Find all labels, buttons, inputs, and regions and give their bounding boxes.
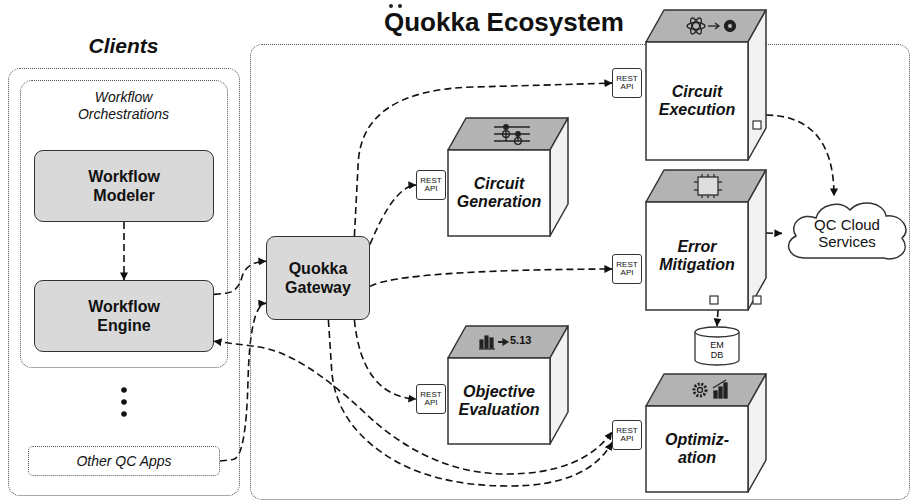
ellipsis-dot (121, 411, 127, 417)
cube-text-area: Optimiz- ation (646, 406, 748, 492)
dashed-connector (370, 269, 612, 286)
cube-side-face (550, 118, 568, 236)
cube-side-face (748, 374, 766, 492)
node-label: Quokka Gateway (270, 259, 366, 297)
service-name: Circuit Execution (648, 83, 746, 120)
port-square (710, 296, 718, 304)
cube-top-face (448, 326, 568, 358)
api-tag: REST API (416, 384, 446, 414)
service-name: Circuit Generation (450, 175, 548, 212)
api-label: REST API (417, 177, 445, 194)
cube-top-face (448, 118, 568, 150)
group-heading: Workflow Orchestrations (61, 89, 186, 123)
gateway-box: Quokka Gateway (266, 236, 370, 320)
dashed-connector (766, 232, 782, 234)
client-app-box: Other QC Apps (28, 446, 220, 476)
icon-value: 5.13 (510, 335, 531, 346)
service-icon (479, 336, 508, 349)
dashed-connector (370, 185, 416, 244)
service-icon (694, 174, 722, 198)
service-cube: 5.13Objective Evaluation (448, 326, 568, 444)
service-name: Error Mitigation (648, 238, 746, 275)
dashed-connector (717, 310, 718, 326)
service-icon (494, 125, 530, 145)
api-tag: REST API (612, 420, 642, 450)
node-label: Workflow Engine (69, 297, 179, 335)
client-panel: ClientsWorkflow OrchestrationsWorkflow M… (8, 68, 240, 496)
dashed-connector (354, 320, 416, 399)
api-label: REST API (613, 75, 641, 92)
vertical-ellipsis (121, 387, 127, 417)
dashed-connector (220, 303, 266, 461)
service-cube: Optimiz- ation (646, 374, 766, 492)
cube-top-face (646, 374, 766, 406)
port-square (753, 296, 761, 304)
dashed-connector (354, 83, 612, 236)
service-name: Optimiz- ation (648, 431, 746, 468)
ellipsis-dot (121, 387, 127, 393)
process-box: Workflow Modeler (34, 150, 214, 222)
api-tag: REST API (612, 254, 642, 284)
port-square (753, 121, 761, 129)
cube-front-face (646, 406, 748, 492)
orchestration-group: Workflow OrchestrationsWorkflow ModelerW… (20, 80, 228, 368)
cube-text-area: Circuit Generation (448, 150, 550, 236)
cube-top-face (646, 10, 766, 42)
database-cylinder: EM DB (694, 326, 740, 366)
dashed-connector (214, 261, 266, 294)
cube-top-face (646, 170, 766, 202)
cube-side-face (748, 10, 766, 160)
service-cube: Circuit Execution (646, 10, 766, 160)
service-cube: Circuit Generation (448, 118, 568, 236)
cloud-shape: QC Cloud Services (782, 196, 912, 264)
database-label: EM DB (706, 341, 728, 360)
dashed-connector (123, 222, 125, 280)
node-label: Workflow Modeler (69, 167, 179, 205)
group-heading: Clients (9, 33, 238, 58)
cloud-path (789, 203, 906, 259)
cube-text-area: Circuit Execution (646, 42, 748, 160)
service-cube: Error Mitigation (646, 170, 766, 310)
process-box: Workflow Engine (34, 280, 214, 352)
cloud-label: QC Cloud Services (805, 216, 889, 251)
cube-side-face (550, 326, 568, 444)
cube-front-face (448, 358, 550, 444)
api-label: REST API (613, 427, 641, 444)
cube-text-area: Objective Evaluation (448, 358, 550, 444)
node-label: Other QC Apps (76, 453, 171, 469)
api-tag: REST API (612, 68, 642, 98)
cube-front-face (448, 150, 550, 236)
ellipsis-dot (121, 399, 127, 405)
dashed-connector (328, 320, 612, 486)
dashed-connector (766, 115, 834, 196)
api-label: REST API (613, 261, 641, 278)
cylinder-top (695, 327, 739, 337)
cube-side-face (748, 170, 766, 310)
service-name: Objective Evaluation (450, 383, 548, 420)
service-icon (694, 380, 727, 398)
cube-text-area: Error Mitigation (646, 202, 748, 310)
api-label: REST API (417, 391, 445, 408)
cube-front-face (646, 202, 748, 310)
service-icon (687, 16, 736, 35)
ecosystem-panel: Quokka EcosystemQuokka GatewayREST APICi… (250, 44, 910, 500)
cube-front-face (646, 42, 748, 160)
api-tag: REST API (416, 170, 446, 200)
